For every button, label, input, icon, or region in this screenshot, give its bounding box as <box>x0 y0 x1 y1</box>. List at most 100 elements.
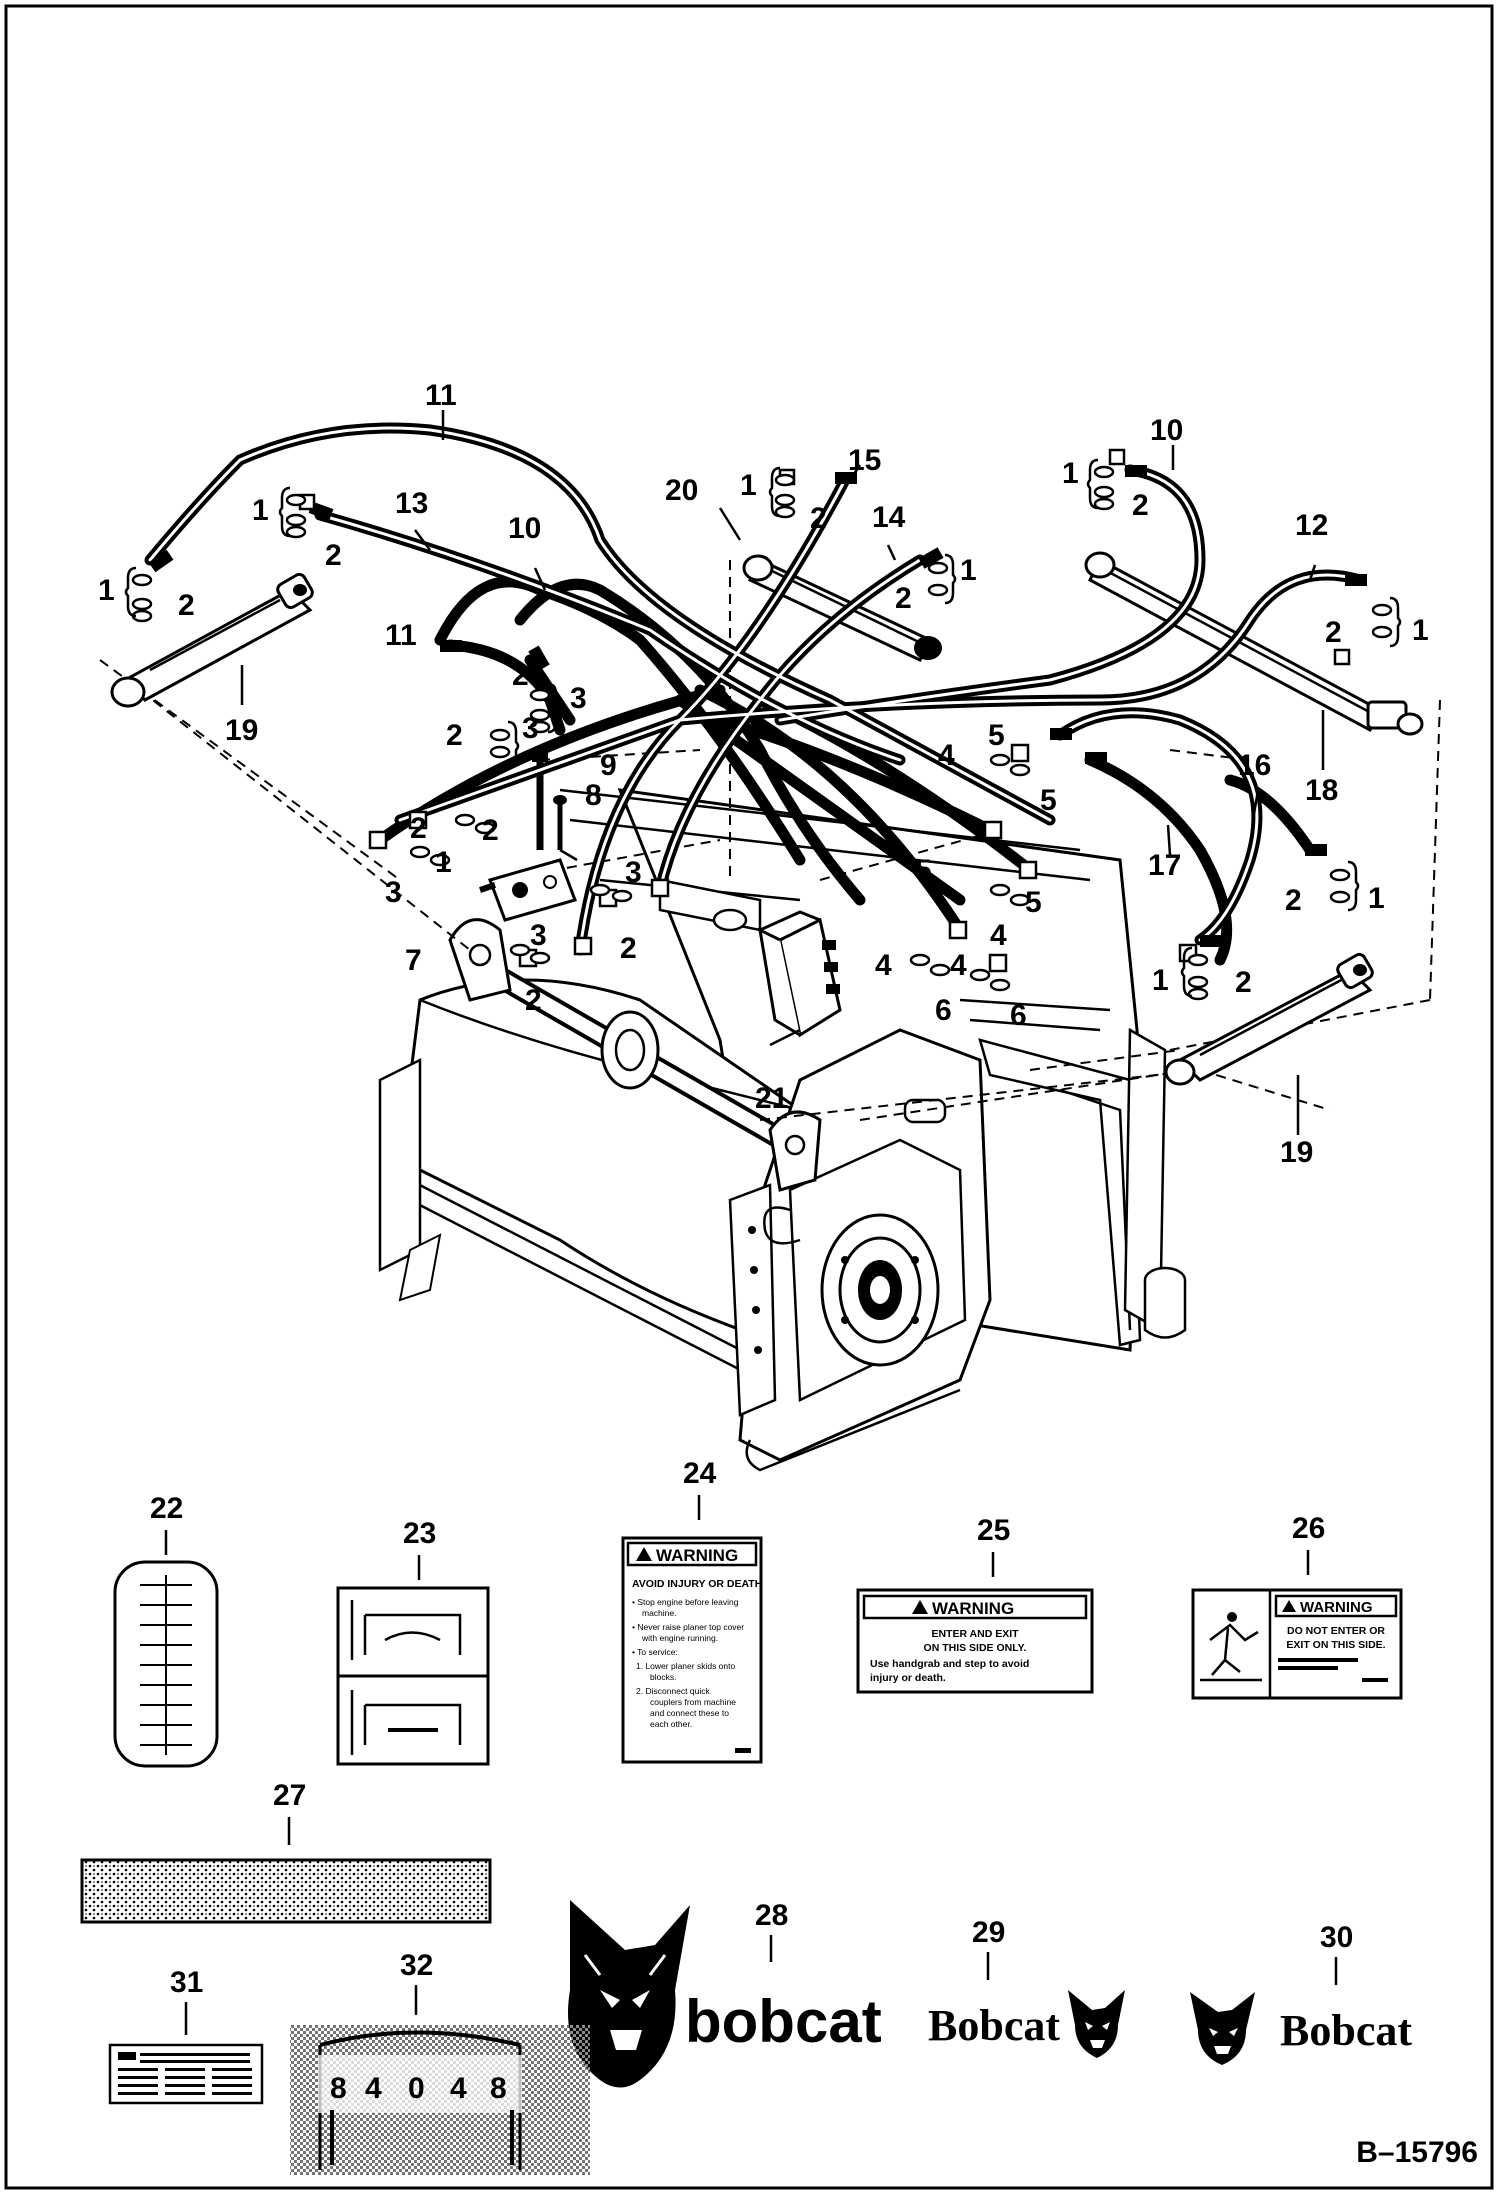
callout-7: 7 <box>405 944 422 977</box>
decal-32-digit-2: 0 <box>408 2072 425 2105</box>
callout-2-k: 2 <box>620 932 637 965</box>
callout-3-b: 3 <box>522 712 539 745</box>
callout-14: 14 <box>872 501 906 534</box>
callout-10-left: 10 <box>508 512 541 545</box>
cylinder-19-right <box>1164 952 1374 1086</box>
decal-24-line-3: • Never raise planer top cover <box>632 1622 744 1632</box>
callout-2-n: 2 <box>1235 966 1252 999</box>
bobcat-head-logo-small-b <box>1190 1992 1255 2065</box>
callout-18: 18 <box>1305 774 1338 807</box>
callout-1-f: 1 <box>1412 614 1429 647</box>
callout-19-right: 19 <box>1280 1136 1313 1169</box>
callout-2-c: 2 <box>810 502 827 535</box>
decal-28-logo: 28 bobcat <box>568 1899 882 2088</box>
callout-2-m: 2 <box>1285 884 1302 917</box>
decal-32-digit-3: 4 <box>450 2072 467 2105</box>
callout-9: 9 <box>600 749 617 782</box>
decal-25-line-0: ENTER AND EXIT <box>931 1628 1019 1640</box>
hydraulic-hoses <box>144 422 1366 966</box>
callout-1-h: 1 <box>1368 882 1385 915</box>
callout-32: 32 <box>400 1949 433 1982</box>
callout-6-a: 6 <box>935 994 952 1027</box>
decal-22-depth-gauge: 22 <box>113 1492 219 1768</box>
brand-bobcat-lower: bobcat <box>685 1988 882 2055</box>
decal-32-digit-0: 8 <box>330 2072 347 2105</box>
decal-24-line-8: 2. Disconnect quick <box>636 1686 710 1696</box>
decal-24-line-6: 1. Lower planer skids onto <box>636 1661 735 1671</box>
callout-17: 17 <box>1148 849 1181 882</box>
decal-26-title: WARNING <box>1300 1599 1373 1616</box>
callout-2-b: 2 <box>178 589 195 622</box>
callout-27: 27 <box>273 1779 306 1812</box>
callout-1-d: 1 <box>1062 457 1079 490</box>
callout-13: 13 <box>395 487 428 520</box>
brand-bobcat-cap-b: Bobcat <box>1280 2006 1412 2055</box>
callout-2-l: 2 <box>525 984 542 1017</box>
decal-25-warning: 25 WARNING ENTER AND EXIT ON THIS SIDE O… <box>856 1514 1094 1694</box>
bobcat-head-logo-large <box>568 1900 690 2088</box>
decal-25-line-1: ON THIS SIDE ONLY. <box>924 1642 1027 1654</box>
callout-12: 12 <box>1295 509 1328 542</box>
callout-2-g: 2 <box>512 659 529 692</box>
callout-numbers: 11 10 15 20 13 10 14 12 1 2 1 2 1 2 1 2 … <box>98 379 1429 1169</box>
decal-23-adjust: 23 <box>336 1517 490 1766</box>
brand-bobcat-cap-a: Bobcat <box>928 2001 1060 2050</box>
callout-1-a: 1 <box>252 494 269 527</box>
callout-2-a: 2 <box>325 539 342 572</box>
leader-lines <box>240 410 1325 1135</box>
decal-32-gauge: 32 8 4 0 4 8 <box>290 1949 590 2175</box>
callout-20: 20 <box>665 474 698 507</box>
callout-5-b: 5 <box>1040 784 1057 817</box>
decal-26-line-0: DO NOT ENTER OR <box>1287 1625 1385 1637</box>
decal-24-line-0: AVOID INJURY OR DEATH <box>632 1578 762 1590</box>
decal-26-warning: 26 WARNING DO NOT ENTER OR EXIT ON THIS … <box>1191 1512 1403 1700</box>
callout-3-c: 3 <box>385 876 402 909</box>
callout-4-b: 4 <box>990 919 1007 952</box>
callout-23: 23 <box>403 1517 436 1550</box>
decal-24-line-7: blocks. <box>650 1672 676 1682</box>
callout-8: 8 <box>585 779 602 812</box>
decal-32-digit-1: 4 <box>365 2072 382 2105</box>
callout-braces <box>124 458 1402 998</box>
callout-4-a: 4 <box>938 739 955 772</box>
callout-1-c: 1 <box>740 469 757 502</box>
decal-31-label: 31 <box>108 1966 264 2105</box>
decal-29-logo: 29 Bobcat <box>928 1916 1125 2058</box>
decal-24-warning: 24 WARNING AVOID INJURY OR DEATH • Stop … <box>621 1457 763 1764</box>
decal-24-line-2: machine. <box>642 1608 677 1618</box>
callout-11-top: 11 <box>425 379 457 412</box>
bobcat-head-logo-small-a <box>1068 1990 1125 2058</box>
callout-19-left: 19 <box>225 714 258 747</box>
callout-2-h: 2 <box>446 719 463 752</box>
decal-24-line-10: and connect these to <box>650 1708 729 1718</box>
callout-28: 28 <box>755 1899 788 1932</box>
callout-5-a: 5 <box>988 719 1005 752</box>
callout-1-i: 1 <box>1152 964 1169 997</box>
callout-2-i: 2 <box>410 812 427 845</box>
decal-24-line-11: each other. <box>650 1719 692 1729</box>
manifold-block-21 <box>758 910 842 1038</box>
callout-1-e: 1 <box>960 554 977 587</box>
callout-16: 16 <box>1238 749 1271 782</box>
callout-3-a: 3 <box>570 682 587 715</box>
decal-24-line-1: • Stop engine before leaving <box>632 1597 739 1607</box>
callout-15: 15 <box>848 444 881 477</box>
decal-24-line-4: with engine running. <box>641 1633 718 1643</box>
planer-assembly <box>378 788 1187 1472</box>
callout-4-c: 4 <box>875 949 892 982</box>
callout-1-g: 1 <box>435 846 452 879</box>
callout-21: 21 <box>755 1082 788 1115</box>
callout-30: 30 <box>1320 1921 1353 1954</box>
callout-4-d: 4 <box>950 949 967 982</box>
decal-30-logo: 30 Bobcat <box>1190 1921 1412 2065</box>
callout-11-left: 11 <box>385 619 417 652</box>
decal-32-digit-4: 8 <box>490 2072 507 2105</box>
callout-3-d: 3 <box>625 856 642 889</box>
decal-25-line-3: injury or death. <box>870 1672 946 1684</box>
decal-25-line-2: Use handgrab and step to avoid <box>870 1658 1029 1670</box>
callout-22: 22 <box>150 1492 183 1525</box>
callout-5-c: 5 <box>915 854 932 887</box>
decal-26-line-1: EXIT ON THIS SIDE. <box>1286 1639 1385 1651</box>
decal-24-line-5: • To service: <box>632 1647 678 1657</box>
